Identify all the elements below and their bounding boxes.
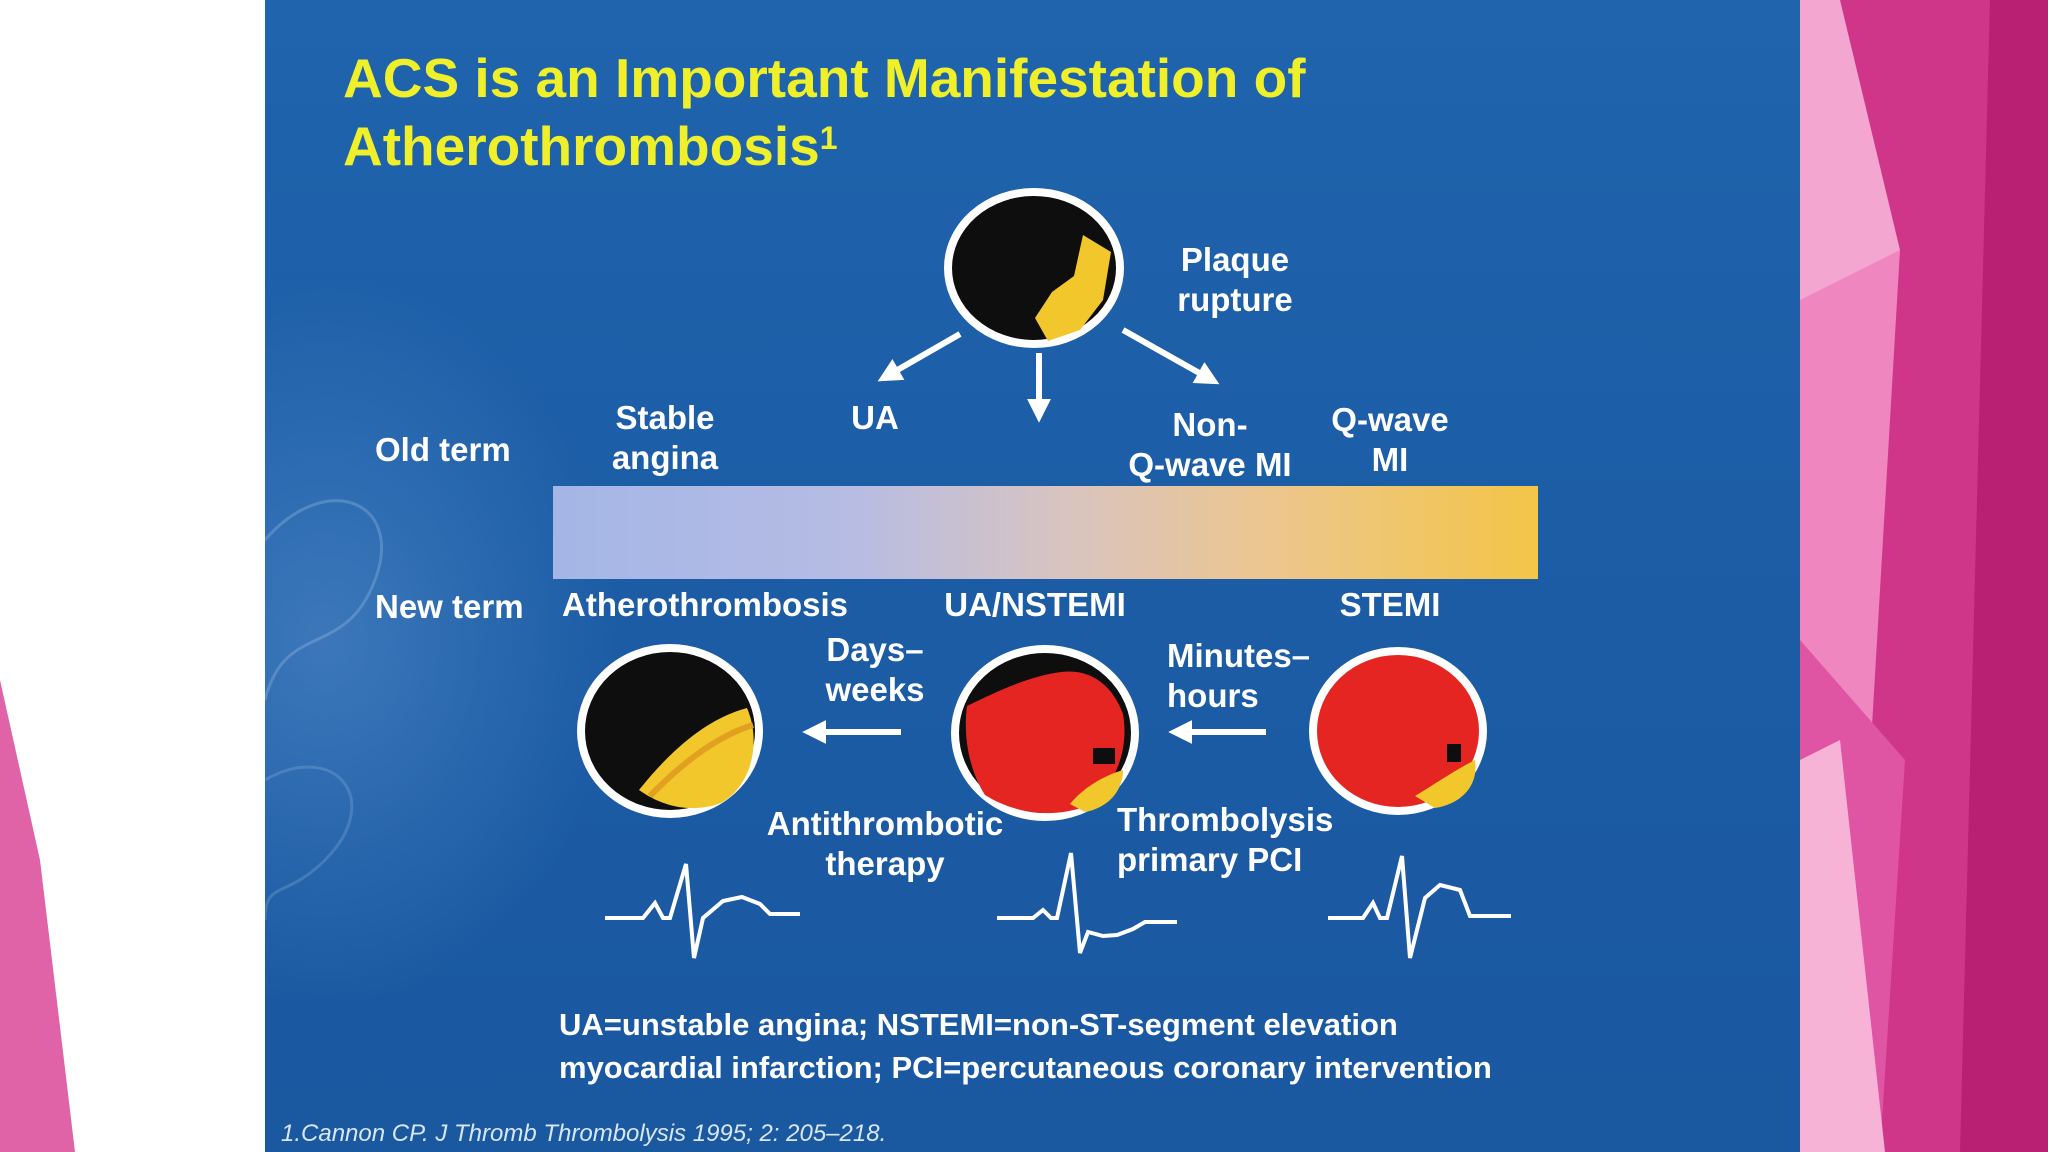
non-q-wave-line-2: Q-wave MI <box>1128 446 1292 483</box>
old-term-label: Old term <box>375 431 511 468</box>
q-wave-line-2: MI <box>1371 441 1409 478</box>
minutes-hours-label: Minutes– hours <box>1167 636 1310 716</box>
partial-thrombus <box>965 671 1125 814</box>
lumen-remnant <box>1093 748 1115 764</box>
right-light-facet <box>1800 250 1900 760</box>
ua-nstemi-label: UA/NSTEMI <box>944 586 1126 623</box>
days-weeks-line-1: Days– <box>826 631 924 668</box>
plaque-rupture-line-2: rupture <box>1177 281 1293 318</box>
plaque-rupture-line-1: Plaque <box>1180 241 1290 278</box>
background-swirl <box>265 499 383 701</box>
days-weeks-label: Days– weeks <box>795 630 955 710</box>
title-line-2: Atherothrombosis <box>343 115 820 177</box>
antithrombotic-line-2: therapy <box>825 845 945 882</box>
ua-label: UA <box>851 399 899 436</box>
right-soft-facet <box>1800 740 1885 1152</box>
slide-title: ACS is an Important Manifestation of Ath… <box>343 44 1543 180</box>
atherothrombosis-vessel <box>577 644 763 818</box>
footnote-line-1: UA=unstable angina; NSTEMI=non-ST-segmen… <box>559 1007 1398 1042</box>
title-line-1: ACS is an Important Manifestation of <box>343 47 1306 109</box>
plaque-rupture-vessel <box>944 188 1124 348</box>
ecg-trace-st-depression <box>997 852 1177 954</box>
stemi-label: STEMI <box>1339 586 1441 623</box>
days-weeks-line-2: weeks <box>825 671 925 708</box>
stemi-plaque <box>1415 760 1476 808</box>
background-swirl <box>265 765 354 921</box>
thrombolysis-pci-label: Thrombolysis primary PCI <box>1117 800 1333 880</box>
stable-angina-line-2: angina <box>611 439 719 476</box>
ua-plaque <box>1070 770 1123 812</box>
acs-spectrum-bar <box>553 486 1538 579</box>
q-wave-line-1: Q-wave <box>1331 401 1449 438</box>
arrow-to-ua <box>877 331 962 382</box>
thrombolysis-line-2: primary PCI <box>1117 841 1303 878</box>
new-term-label: New term <box>375 588 524 625</box>
stemi-vessel <box>1309 647 1487 815</box>
slide: ACS is an Important Manifestation of Ath… <box>265 0 1800 1152</box>
ecg-trace-normal <box>605 863 800 959</box>
non-q-wave-line-1: Non- <box>1172 406 1248 443</box>
plaque-fragment <box>1035 235 1111 341</box>
atherothrombosis-label: Atherothrombosis <box>562 586 849 623</box>
stable-angina-line-1: Stable <box>615 399 715 436</box>
stemi-core <box>1447 744 1461 762</box>
arrow-to-non-q-wave-mi <box>1121 327 1220 385</box>
left-magenta-facet <box>0 680 75 1152</box>
plaque-cap <box>647 722 754 799</box>
plaque-rupture-label: Plaque rupture <box>1145 240 1325 320</box>
antithrombotic-therapy-label: Antithrombotic therapy <box>725 804 1045 884</box>
minutes-hours-line-1: Minutes– <box>1167 637 1311 674</box>
minutes-hours-line-2: hours <box>1167 677 1259 714</box>
citation: 1.Cannon CP. J Thromb Thrombolysis 1995;… <box>281 1120 887 1147</box>
title-superscript: 1 <box>819 120 838 156</box>
q-wave-mi-label: Q-wave MI <box>1320 400 1460 480</box>
ecg-trace-st-elevation <box>1328 855 1511 959</box>
footnote-line-2: myocardial infarction; PCI=percutaneous … <box>559 1050 1492 1085</box>
right-dark-facet <box>1960 0 2048 1152</box>
thrombolysis-line-1: Thrombolysis <box>1117 801 1334 838</box>
non-q-wave-mi-label: Non- Q-wave MI <box>1110 405 1310 485</box>
ua-nstemi-vessel <box>951 645 1139 821</box>
antithrombotic-line-1: Antithrombotic <box>766 805 1004 842</box>
abbreviation-footnote: UA=unstable angina; NSTEMI=non-ST-segmen… <box>559 1003 1492 1089</box>
stable-angina-label: Stable angina <box>585 398 745 478</box>
diagram-graphics <box>265 188 1511 959</box>
